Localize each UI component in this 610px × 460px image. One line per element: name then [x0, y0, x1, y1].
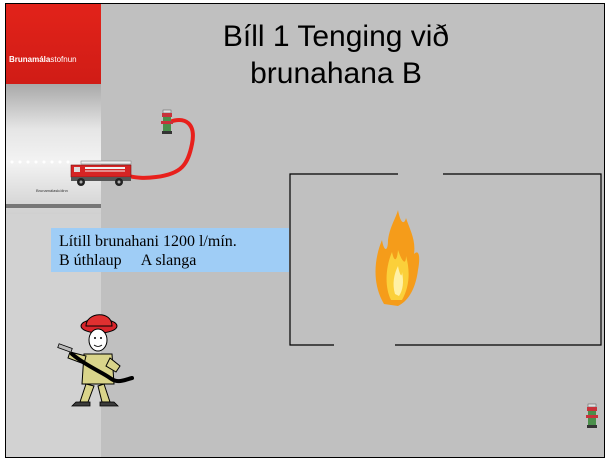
brand-banner: Brunamálastofnun — [6, 4, 101, 84]
brand-name-bold: Brunamála — [9, 55, 51, 64]
building-outline — [289, 173, 602, 346]
brand-name-regular: stofnun — [50, 55, 77, 64]
fire-hydrant-icon — [586, 403, 598, 428]
fire-hydrant-icon — [161, 109, 173, 134]
slide: Brunamálastofnun Brunamálaskólinn — [5, 3, 605, 458]
info-line-1: Lítill brunahani 1200 l/mín. — [59, 233, 237, 250]
slide-title: Bíll 1 Tenging við brunahana B — [156, 18, 516, 92]
flames-icon — [375, 210, 420, 306]
photo-sign-text: Brunamálaskólinn — [36, 188, 68, 193]
slide-title-line-1: Bíll 1 Tenging við — [222, 20, 450, 53]
info-line-2: B úthlaup A slanga — [59, 252, 197, 269]
scene-artwork — [6, 109, 602, 428]
fire-truck-icon — [70, 160, 132, 186]
fire-hose — [126, 118, 195, 180]
info-box: Lítill brunahani 1200 l/mín. B úthlaup A… — [51, 228, 289, 272]
brand-logo-text: Brunamálastofnun — [9, 55, 77, 64]
slide-title-line-2: brunahana B — [250, 57, 422, 90]
sidebar-photo: Brunamálaskólinn — [6, 84, 101, 214]
firefighter-icon — [57, 314, 134, 407]
photo-lights — [10, 160, 70, 164]
photo-stripe — [6, 204, 101, 208]
